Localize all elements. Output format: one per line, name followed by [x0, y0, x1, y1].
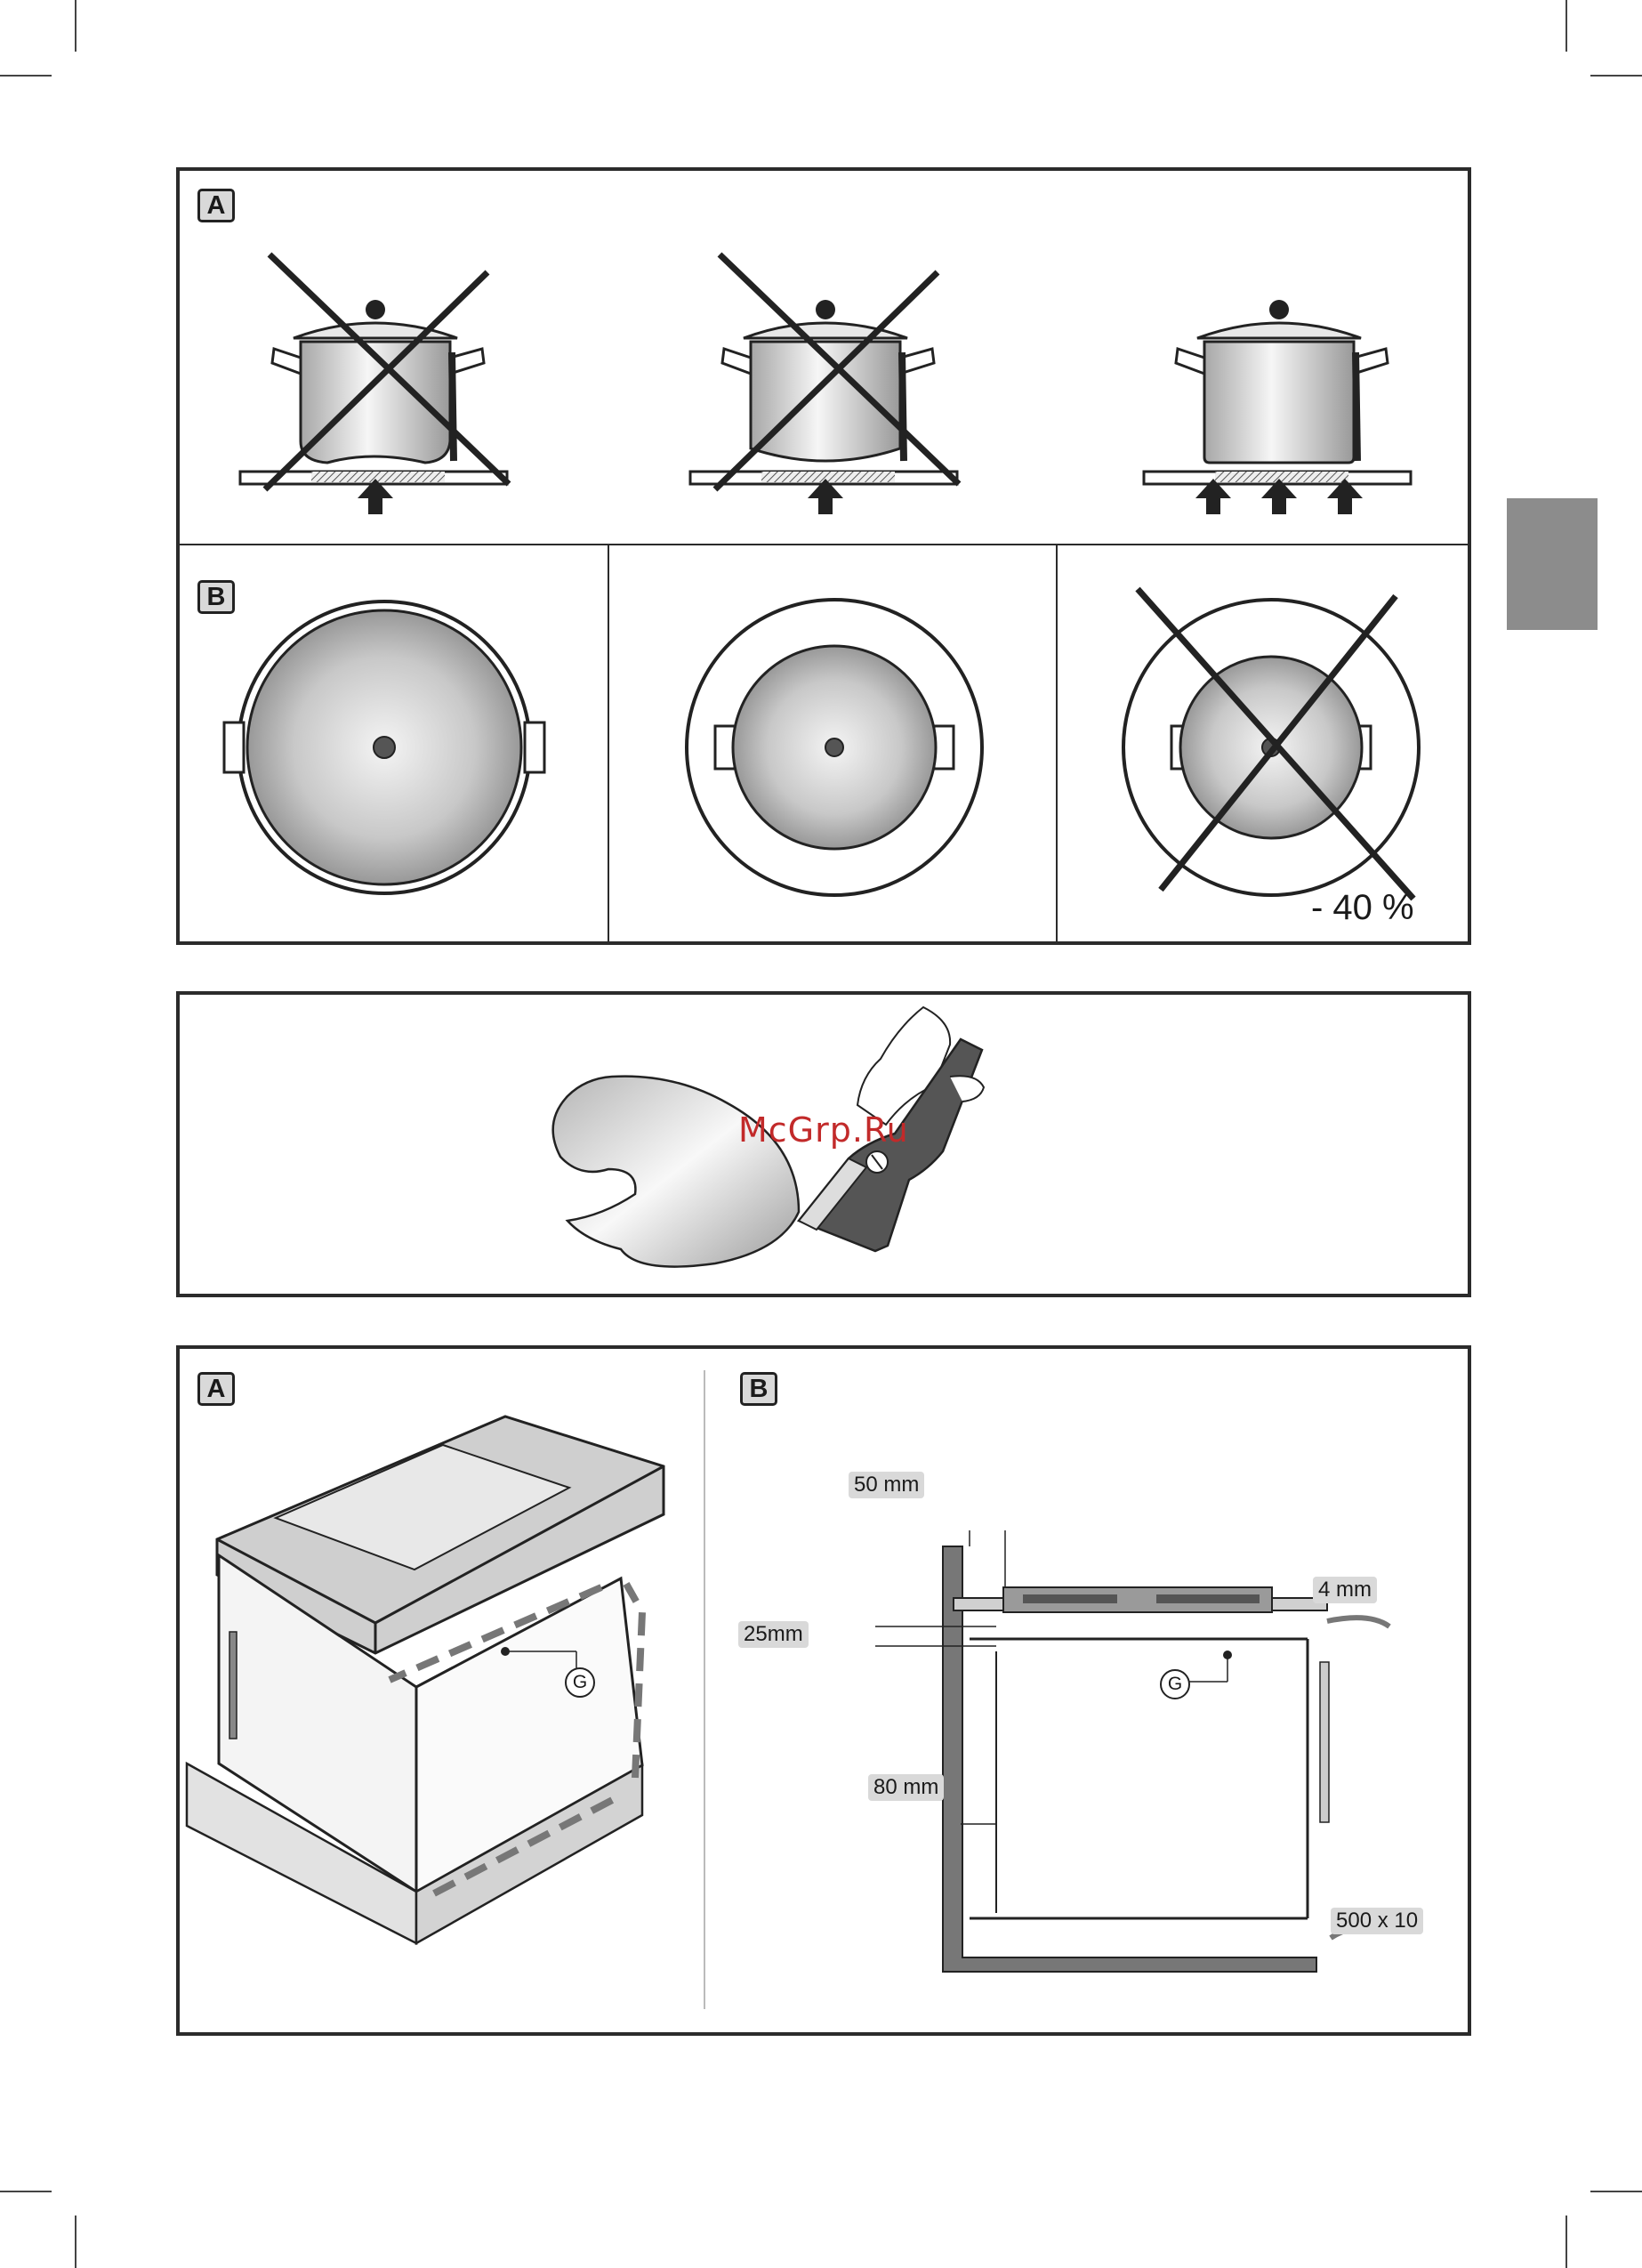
zone-pot-oversize — [224, 601, 544, 893]
figure-cookware: A B — [176, 167, 1471, 945]
panel-label-a: A — [197, 189, 235, 222]
crop-mark — [1566, 2216, 1567, 2268]
panel-label-b: B — [740, 1372, 777, 1406]
dimension-25mm: 25mm — [738, 1621, 809, 1648]
figure-scraper: McGrp.Ru — [176, 991, 1471, 1297]
pot-concave-base — [690, 254, 959, 514]
dimension-50mm: 50 mm — [849, 1472, 924, 1498]
crop-mark — [0, 75, 52, 77]
figure-cookware-drawing — [176, 167, 1471, 945]
crop-mark — [75, 2216, 76, 2268]
crop-mark — [75, 0, 76, 52]
installation-drawing — [176, 1345, 1471, 2036]
crop-mark — [1590, 2191, 1642, 2192]
panel-label-b: B — [197, 580, 235, 614]
crop-mark — [0, 2191, 52, 2192]
callout-g: G — [565, 1667, 595, 1698]
section-tab — [1507, 498, 1598, 630]
pot-convex-base — [240, 254, 509, 514]
watermark: McGrp.Ru — [738, 1110, 909, 1150]
reduction-label: - 40 % — [1311, 888, 1414, 928]
panel-label-a: A — [197, 1372, 235, 1406]
dimension-4mm: 4 mm — [1313, 1577, 1377, 1603]
dimension-500x10: 500 x 10 — [1331, 1908, 1423, 1934]
dimension-80mm: 80 mm — [868, 1774, 944, 1801]
pot-flat-base — [1144, 300, 1411, 514]
crop-mark — [1590, 75, 1642, 77]
zone-pot-undersize — [1123, 589, 1419, 899]
figure-installation: A B G G 50 mm 4 mm 25mm 80 mm 500 x 10 — [176, 1345, 1471, 2036]
zone-pot-matched — [687, 600, 982, 895]
crop-mark — [1566, 0, 1567, 52]
callout-g: G — [1160, 1669, 1190, 1699]
